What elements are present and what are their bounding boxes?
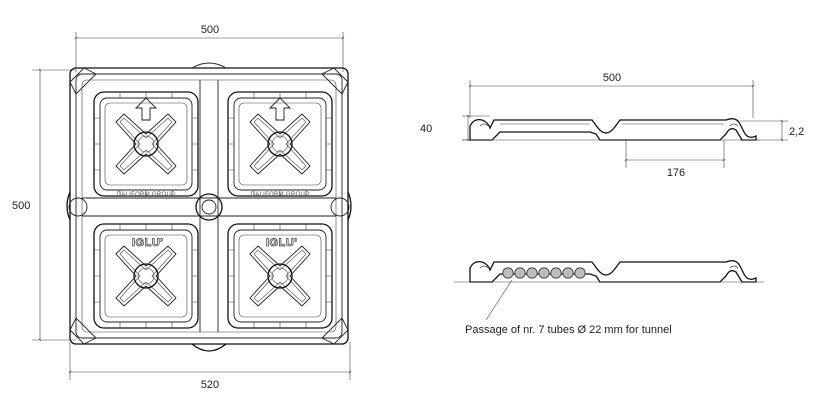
side-view: 500 40 2,2 176 xyxy=(420,72,804,179)
cell-top-right xyxy=(227,91,333,197)
side-channel-dimension: 176 xyxy=(624,140,726,179)
tube-circle xyxy=(574,267,586,279)
tube-circle xyxy=(502,267,514,279)
brand-logo-left: IGLU' xyxy=(132,237,163,249)
section-profile xyxy=(454,260,764,283)
brand-logo-right: IGLU' xyxy=(266,237,297,249)
side-height-label: 40 xyxy=(420,123,432,135)
top-view: 500 500 520 xyxy=(12,24,352,391)
brand-text-left: DALIFORM GROUP xyxy=(117,192,176,198)
side-length-dimension: 500 xyxy=(468,72,755,118)
side-profile xyxy=(462,118,760,141)
top-width-label: 500 xyxy=(201,24,219,36)
cell-top-left xyxy=(93,91,199,197)
left-height-label: 500 xyxy=(12,200,30,212)
tubes-caption: Passage of nr. 7 tubes Ø 22 mm for tunne… xyxy=(465,324,672,336)
tube-row xyxy=(502,267,586,279)
side-foot-label: 2,2 xyxy=(789,126,804,138)
bottom-width-dimension: 520 xyxy=(68,342,352,391)
left-height-dimension: 500 xyxy=(12,68,76,342)
brand-text-right: DALIFORM GROUP xyxy=(251,192,310,198)
bottom-width-label: 520 xyxy=(201,379,219,391)
tube-circle xyxy=(538,267,550,279)
caption-leader-line xyxy=(485,279,513,321)
side-length-label: 500 xyxy=(603,72,621,84)
tube-circle xyxy=(562,267,574,279)
top-width-dimension: 500 xyxy=(74,24,345,72)
side-foot-dimension: 2,2 xyxy=(740,119,804,142)
tube-circle xyxy=(526,267,538,279)
tube-circle xyxy=(550,267,562,279)
side-channel-label: 176 xyxy=(667,167,685,179)
section-view: Passage of nr. 7 tubes Ø 22 mm for tunne… xyxy=(454,260,764,336)
arrow-up-icon xyxy=(268,97,292,121)
tube-circle xyxy=(514,267,526,279)
arrow-up-icon xyxy=(134,97,158,121)
formwork-top-outline xyxy=(66,62,352,352)
